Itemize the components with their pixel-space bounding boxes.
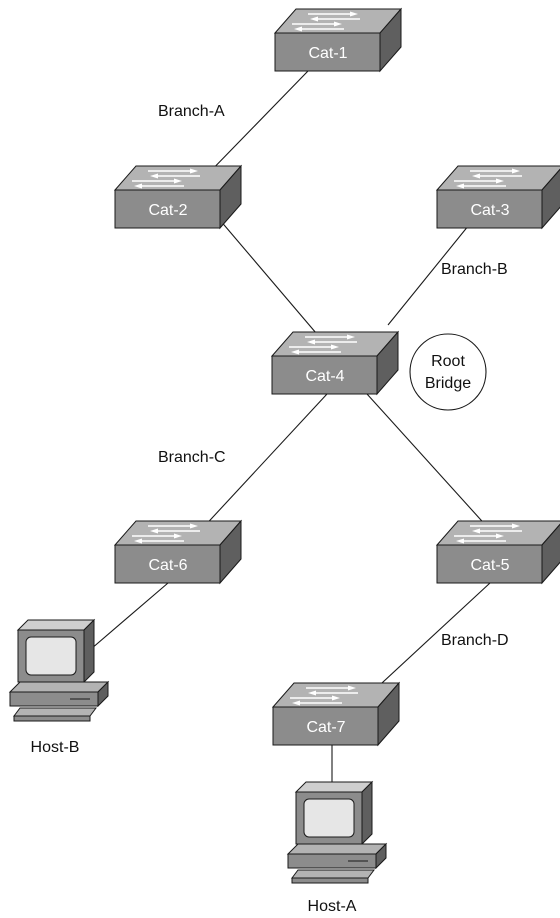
switch-cat-6[interactable]: Cat-6 xyxy=(114,520,242,584)
root-bridge-line1: Root xyxy=(431,353,465,370)
link-cat1-cat2 xyxy=(201,70,309,181)
branch-a-label: Branch-A xyxy=(158,103,225,120)
branch-c-label: Branch-C xyxy=(158,449,226,466)
switch-label: Cat-2 xyxy=(148,202,187,219)
switch-cat-5[interactable]: Cat-5 xyxy=(436,520,560,584)
link-cat4-cat5 xyxy=(366,393,491,531)
link-cat4-cat6 xyxy=(199,393,328,532)
switch-cat-7[interactable]: Cat-7 xyxy=(272,682,400,746)
host-a-label: Host-A xyxy=(308,898,357,915)
switch-label: Cat-6 xyxy=(148,557,187,574)
branch-b-label: Branch-B xyxy=(441,261,508,278)
switch-label: Cat-7 xyxy=(306,719,345,736)
switch-label: Cat-5 xyxy=(470,557,509,574)
host-a[interactable] xyxy=(287,781,387,884)
branch-d-label: Branch-D xyxy=(441,632,509,649)
link-cat5-cat7 xyxy=(369,582,491,695)
switch-label: Cat-1 xyxy=(308,45,347,62)
workstation-icon xyxy=(287,781,387,884)
switch-cat-4[interactable]: Cat-4 xyxy=(271,331,399,395)
root-bridge-circle xyxy=(409,333,487,411)
host-b-label: Host-B xyxy=(31,739,80,756)
switch-cat-3[interactable]: Cat-3 xyxy=(436,165,560,229)
root-bridge-marker: Root Bridge xyxy=(409,333,487,411)
switch-cat-1[interactable]: Cat-1 xyxy=(274,8,402,72)
root-bridge-line2: Bridge xyxy=(425,375,471,392)
switch-label: Cat-3 xyxy=(470,202,509,219)
link-cat6-hostb xyxy=(83,582,169,656)
host-b[interactable] xyxy=(9,619,109,722)
switch-label: Cat-4 xyxy=(305,368,344,385)
switch-cat-2[interactable]: Cat-2 xyxy=(114,165,242,229)
workstation-icon xyxy=(9,619,109,722)
